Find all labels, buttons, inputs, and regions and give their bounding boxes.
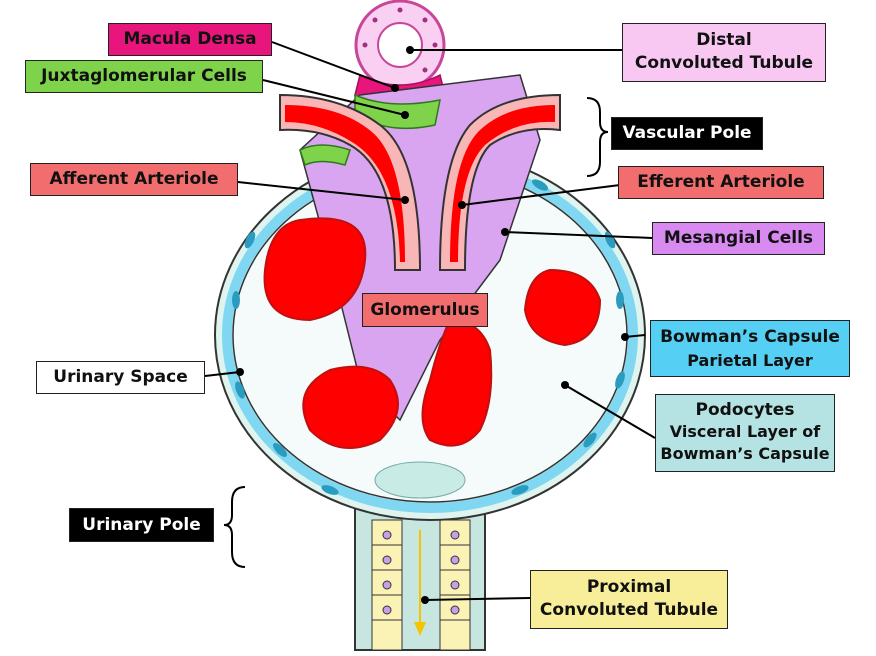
- glomerular-capillaries: [263, 217, 602, 449]
- label-efferent-arteriole: Efferent Arteriole: [618, 166, 824, 199]
- afferent-arteriole: [279, 93, 422, 271]
- podocytes-line2: Visceral Layer of: [669, 422, 821, 441]
- efferent-arteriole-text: Efferent Arteriole: [637, 172, 805, 192]
- proximal-tubule: [354, 499, 486, 651]
- label-distal-convoluted-tubule: Distal Convoluted Tubule: [622, 23, 826, 82]
- label-mesangial-cells: Mesangial Cells: [652, 222, 825, 255]
- macula-densa-text: Macula Densa: [123, 29, 257, 49]
- leader-dots: [236, 46, 629, 604]
- distal-line1: Distal: [696, 30, 752, 50]
- efferent-arteriole: [438, 93, 561, 271]
- urinary-pole-text: Urinary Pole: [82, 515, 201, 535]
- label-afferent-arteriole: Afferent Arteriole: [30, 163, 238, 196]
- afferent-arteriole-text: Afferent Arteriole: [49, 169, 219, 189]
- label-macula-densa: Macula Densa: [108, 23, 272, 56]
- podocytes-line1: Podocytes: [695, 400, 795, 420]
- bowman-line1: Bowman’s Capsule: [660, 327, 840, 347]
- vascular-pole-text: Vascular Pole: [622, 123, 752, 143]
- label-podocytes: Podocytes Visceral Layer of Bowman’s Cap…: [655, 394, 835, 472]
- proximal-line1: Proximal: [586, 577, 672, 597]
- distal-line2: Convoluted Tubule: [634, 53, 814, 73]
- mesangial-cells-text: Mesangial Cells: [663, 228, 814, 248]
- urinary-space-text: Urinary Space: [53, 367, 188, 387]
- juxtaglomerular-cells-text: Juxtaglomerular Cells: [41, 66, 247, 86]
- label-proximal-convoluted-tubule: Proximal Convoluted Tubule: [530, 570, 728, 629]
- leader-lines: [204, 41, 656, 601]
- label-urinary-pole: Urinary Pole: [69, 508, 214, 542]
- bowman-line2: Parietal Layer: [687, 351, 813, 370]
- label-juxtaglomerular-cells: Juxtaglomerular Cells: [25, 60, 263, 93]
- podocytes-line3: Bowman’s Capsule: [660, 444, 830, 463]
- label-urinary-space: Urinary Space: [36, 361, 205, 394]
- label-bowmans-capsule-parietal: Bowman’s Capsule Parietal Layer: [650, 320, 850, 377]
- label-vascular-pole: Vascular Pole: [611, 117, 763, 150]
- label-glomerulus: Glomerulus: [362, 293, 488, 327]
- proximal-line2: Convoluted Tubule: [539, 600, 719, 620]
- glomerulus-text: Glomerulus: [370, 300, 480, 320]
